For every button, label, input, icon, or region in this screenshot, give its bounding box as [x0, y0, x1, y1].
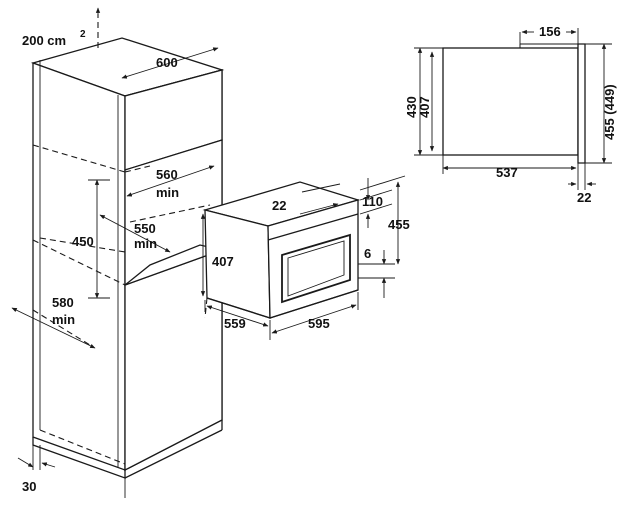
label-side-height-body: 407 [417, 96, 432, 118]
oven-unit [202, 181, 361, 319]
label-cabinet-depth-val: 580 [52, 295, 74, 310]
label-oven-depth: 559 [224, 316, 246, 331]
label-plinth: 30 [22, 479, 36, 494]
oven-door-window [281, 233, 351, 304]
label-side-depth: 537 [496, 165, 518, 180]
label-inner-depth-min: min [134, 236, 157, 251]
label-inner-width-min: min [156, 185, 179, 200]
side-view [442, 43, 586, 164]
label-niche-height: 450 [72, 234, 94, 249]
dimension-labels: 200 cm 2 600 560 min 550 min 450 580 min… [22, 24, 617, 494]
label-inner-width-val: 560 [156, 167, 178, 182]
label-side-height-inner: 430 [404, 96, 419, 118]
label-cabinet-width: 600 [156, 55, 178, 70]
label-oven-width: 595 [308, 316, 330, 331]
niche-floor [124, 244, 225, 286]
tall-cabinet [30, 37, 225, 498]
label-side-top: 156 [539, 24, 561, 39]
label-cabinet-depth-min: min [52, 312, 75, 327]
label-front-height: 455 [388, 217, 410, 232]
label-side-height-total: 455 (449) [602, 84, 617, 140]
label-ventilation-area: 200 cm [22, 33, 66, 48]
cabinet-side-face [32, 62, 126, 471]
label-panel-top: 110 [362, 194, 383, 209]
label-ventilation-sup: 2 [80, 29, 86, 40]
dimension-lines [11, 7, 612, 468]
label-oven-height: 407 [212, 254, 234, 269]
label-bottom-gap: 6 [364, 246, 371, 261]
side-view-body [442, 47, 579, 156]
label-inner-depth-val: 550 [134, 221, 156, 236]
side-view-front [577, 43, 586, 164]
label-side-front: 22 [577, 190, 591, 205]
label-oven-front-top: 22 [272, 198, 286, 213]
